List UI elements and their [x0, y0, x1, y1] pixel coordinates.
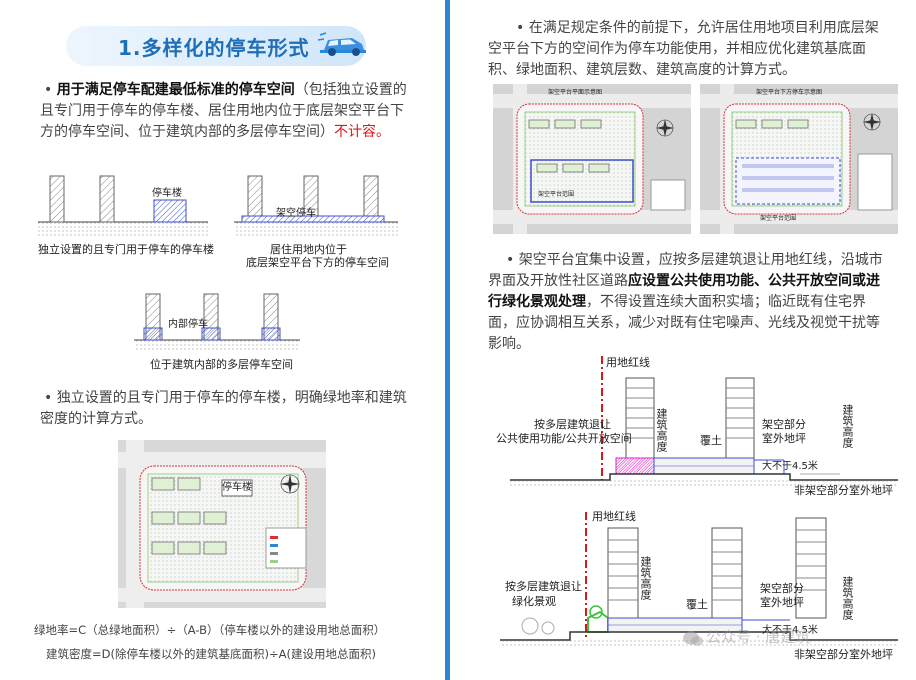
limit-label-2: 大不于4.5米: [762, 625, 818, 636]
limit-label-1: 大不于4.5米: [762, 461, 818, 472]
bullet: •: [44, 82, 53, 98]
soil-label-2: 覆土: [686, 598, 708, 611]
section-title-background: [66, 26, 366, 66]
site-plan-platform: [493, 84, 691, 234]
plan2-title: 架空平台下方停车示意图: [756, 89, 823, 96]
site-plan-parking-building: [118, 440, 326, 608]
bullet: •: [44, 390, 53, 406]
caption-standalone-parking: 独立设置的且专门用于停车的停车楼: [38, 243, 214, 256]
para-bold: 应设置公共使用功能、公共开放空间或进行绿化景观处理: [488, 273, 880, 310]
label-platform-parking: 架空停车: [276, 208, 316, 219]
diagram-standalone-parking: [38, 175, 208, 236]
right-paragraph-1: • 在满足规定条件的前提下，允许居住用地项目利用底层架空平台下方的空间作为停车功…: [488, 18, 888, 81]
plan1-inner-label: 架空平台范围: [538, 191, 575, 198]
height-label-2a: 建筑高度: [639, 556, 652, 600]
caption-inner-parking: 位于建筑内部的多层停车空间: [150, 358, 293, 371]
para-text: 在满足规定条件的前提下，允许居住用地项目利用底层架空平台下方的空间作为停车功能使…: [488, 20, 879, 78]
caption-platform-line2: 底层架空平台下方的停车空间: [246, 256, 389, 269]
height-label-2b: 建筑高度: [841, 576, 854, 620]
setback-label-2b: 绿化景观: [512, 595, 556, 608]
bullet: •: [506, 252, 515, 268]
car-icon: [318, 32, 366, 56]
plan-building-label: 停车楼: [222, 482, 252, 493]
setback-label-2a: 按多层建筑退让: [505, 580, 582, 593]
platform-label-2b: 室外地坪: [760, 596, 804, 609]
right-paragraph-2: • 架空平台宜集中设置，应按多层建筑退让用地红线，沿城市界面及开放性社区道路应设…: [488, 250, 888, 355]
label-parking-building: 停车楼: [152, 188, 182, 199]
diagram-platform-parking: [234, 175, 398, 236]
plan2-bottom-label: 架空平台范围: [760, 215, 797, 222]
redline-label-2: 用地红线: [592, 510, 636, 523]
height-label-1b: 建筑高度: [841, 404, 854, 448]
para-bold: 用于满足停车配建最低标准的停车空间: [56, 82, 295, 98]
ground-label-2: 非架空部分室外地坪: [794, 648, 893, 661]
setback-label-1b: 公共使用功能/公共开放空间: [496, 432, 632, 445]
site-plan-platform-parking: [700, 84, 898, 234]
para-normal-1: 架空平台宜集中设置，应按多层建筑退让用地红线，沿城市界面及开放性社区道路: [488, 252, 883, 289]
redline-label-1: 用地红线: [606, 356, 650, 369]
plan1-title: 架空平台平面示意图: [548, 89, 603, 96]
bullet: •: [516, 20, 525, 36]
left-paragraph-2: • 独立设置的且专门用于停车的停车楼，明确绿地率和建筑密度的计算方式。: [40, 388, 412, 430]
caption-platform-line1: 居住用地内位于: [270, 243, 347, 256]
setback-label-1a: 按多层建筑退让: [534, 418, 611, 431]
section-diagram-public-space: [510, 356, 898, 488]
ground-label-1: 非架空部分室外地坪: [794, 484, 893, 497]
platform-label-2a: 架空部分: [760, 582, 804, 595]
soil-label-1: 覆土: [700, 434, 722, 447]
wechat-icon: [683, 631, 703, 646]
diagram-inner-parking: [134, 293, 300, 352]
para-normal: （包括独立设置的且专门用于停车的停车楼、居住用地内位于底层架空平台下方的停车空间…: [40, 82, 407, 140]
watermark-text: 公众号 · 唐建筑: [706, 628, 811, 646]
platform-label-1a: 架空部分: [762, 418, 806, 431]
column-divider: [445, 0, 450, 680]
height-label-1a: 建筑高度: [655, 408, 668, 452]
para-red: 不计容。: [334, 124, 390, 140]
formula-building-density: 建筑密度=D(除停车楼以外的建筑基底面积)÷A(建设用地总面积): [46, 647, 376, 661]
platform-label-1b: 室外地坪: [762, 432, 806, 445]
formula-green-ratio: 绿地率=C（总绿地面积）÷（A-B）（停车楼以外的建设用地总面积）: [34, 623, 386, 637]
para-normal-2: ，不得设置连续大面积实墙；临近既有住宅界面，应协调相互关系，减少对既有住宅噪声、…: [488, 294, 880, 352]
left-paragraph-1: • 用于满足停车配建最低标准的停车空间（包括独立设置的且专门用于停车的停车楼、居…: [40, 80, 412, 143]
label-inner-parking: 内部停车: [168, 319, 208, 330]
para-text: 独立设置的且专门用于停车的停车楼，明确绿地率和建筑密度的计算方式。: [40, 390, 407, 427]
section-title: 1.多样化的停车形式: [118, 36, 310, 60]
